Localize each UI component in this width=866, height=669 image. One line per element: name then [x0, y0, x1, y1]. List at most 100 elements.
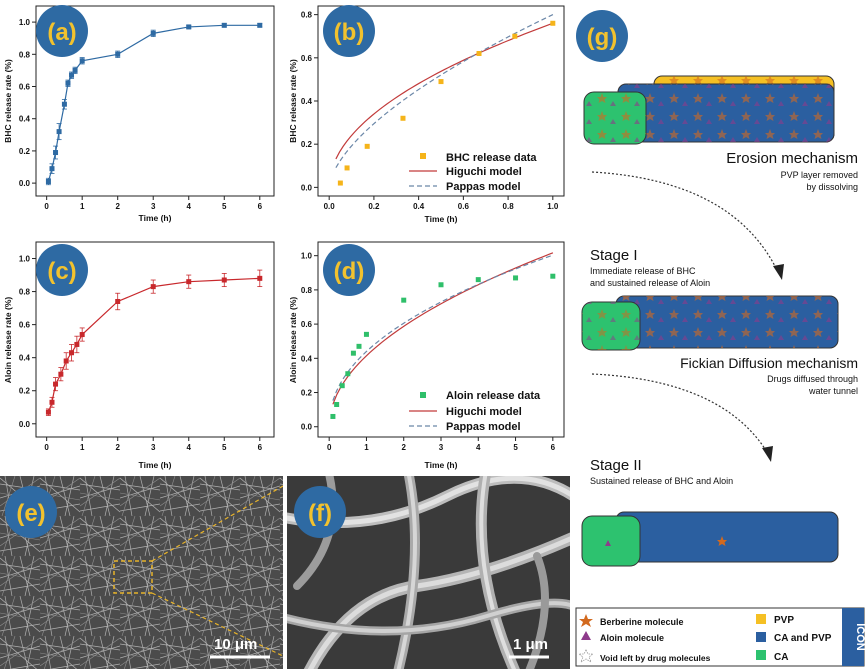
- marks-c: [45, 269, 263, 416]
- badge-a-label: (a): [47, 19, 76, 46]
- data-point-a: [61, 101, 67, 107]
- data-point-a: [72, 67, 78, 73]
- legend-berberine-label: Berberine molecule: [600, 617, 684, 627]
- y-axis-title-c: Aloin release rate (%): [3, 297, 13, 384]
- x-tick-label-d: 0: [327, 443, 332, 452]
- data-point-a: [56, 129, 62, 135]
- badge-a-circle: [36, 5, 88, 57]
- icon-tab: [842, 608, 864, 666]
- stage2-title: Stage II: [590, 457, 642, 474]
- badge-g-label: (g): [587, 24, 618, 51]
- x-tick-label-a: 5: [222, 202, 227, 211]
- legend-b: BHC release data Higuchi model Pappas mo…: [409, 152, 537, 193]
- data-point-d: [350, 350, 356, 356]
- data-point-b: [550, 20, 556, 26]
- fiber-stage-1: [581, 295, 839, 351]
- arrow-1-head: [773, 264, 784, 280]
- aloin-icon: [581, 631, 591, 640]
- badge-f-circle: [294, 486, 346, 538]
- y-tick-label-b: 0.8: [301, 11, 313, 20]
- sem-f-fiber-strands: [287, 476, 570, 669]
- berberine-icon: [579, 614, 593, 627]
- void-icon: [577, 649, 595, 663]
- y-tick-label-a: 1.0: [19, 18, 31, 27]
- x-tick-label-a: 4: [187, 202, 192, 211]
- fickian-sub2: water tunnel: [808, 386, 858, 396]
- data-point-d: [363, 331, 369, 337]
- data-point-a: [69, 72, 75, 78]
- y-axis-title-a: BHC release rate (%): [3, 59, 13, 143]
- data-point-c: [69, 350, 75, 356]
- arrow-2-head: [762, 446, 773, 462]
- data-point-d: [438, 282, 444, 288]
- data-point-c: [58, 371, 64, 377]
- data-point-c: [49, 399, 55, 405]
- data-point-c: [45, 409, 51, 415]
- data-point-b: [438, 79, 444, 85]
- ca-pvp-swatch: [756, 632, 766, 642]
- marks-b: [335, 14, 556, 186]
- y-tick-label-a: 0.4: [19, 115, 31, 124]
- data-point-d: [330, 413, 336, 419]
- x-tick-label-c: 4: [187, 443, 192, 452]
- y-tick-label-b: 0.2: [301, 140, 313, 149]
- x-tick-label-a: 2: [115, 202, 120, 211]
- pvp-swatch: [756, 614, 766, 624]
- icon-tab-label: ICON: [854, 623, 866, 651]
- fiber2-ca-pvp-layer: [615, 511, 839, 563]
- y-tick-label-d: 0.8: [301, 286, 313, 295]
- y-tick-label-b: 0.6: [301, 54, 313, 63]
- x-tick-label-a: 0: [44, 202, 49, 211]
- fiber-stage-2: [581, 511, 839, 567]
- badge-d-label: (d): [334, 258, 365, 285]
- y-tick-label-a: 0.8: [19, 50, 31, 59]
- ca-swatch: [756, 650, 766, 660]
- stage1-title: Stage I: [590, 247, 638, 264]
- legend-void-label: Void left by drug molecules: [600, 653, 711, 663]
- x-tick-label-c: 5: [222, 443, 227, 452]
- data-point-d: [339, 383, 345, 389]
- data-point-d: [401, 297, 407, 303]
- y-tick-label-b: 0.4: [301, 97, 313, 106]
- fickian-title: Fickian Diffusion mechanism: [680, 355, 858, 371]
- y-tick-label-d: 0.0: [301, 423, 313, 432]
- y-axis-title-d: Aloin release rate (%): [288, 297, 298, 384]
- data-point-a: [65, 80, 71, 86]
- fiber-stage-0: [583, 75, 835, 145]
- data-point-c: [221, 277, 227, 283]
- badge-b-label: (b): [334, 19, 365, 46]
- x-tick-label-a: 3: [151, 202, 156, 211]
- data-point-c: [63, 358, 69, 364]
- x-axis-title-b: Time (h): [425, 214, 458, 224]
- y-tick-label-a: 0.2: [19, 147, 31, 156]
- legend-ca-pvp-label: CA and PVP: [774, 633, 832, 644]
- data-point-d: [475, 277, 481, 283]
- y-tick-label-b: 0.0: [301, 183, 313, 192]
- y-tick-label-c: 0.8: [19, 288, 31, 297]
- legend-pvp-label: PVP: [774, 615, 794, 626]
- stage1-sub2: and sustained release of Aloin: [590, 278, 710, 288]
- x-tick-label-a: 6: [258, 202, 263, 211]
- data-point-b: [512, 33, 518, 39]
- data-point-c: [79, 332, 85, 338]
- data-point-c: [74, 341, 80, 347]
- x-tick-label-c: 1: [80, 443, 85, 452]
- y-tick-label-c: 0.6: [19, 321, 31, 330]
- legend-b-data-marker: [420, 153, 426, 159]
- data-point-c: [257, 275, 263, 281]
- x-tick-label-d: 2: [402, 443, 407, 452]
- data-point-a: [186, 24, 192, 30]
- x-tick-label-c: 0: [44, 443, 49, 452]
- data-point-a: [150, 30, 156, 36]
- x-axis-title-c: Time (h): [139, 460, 172, 470]
- data-point-d: [513, 275, 519, 281]
- badge-f-label: (f): [308, 500, 332, 527]
- legend-d-data-marker: [420, 392, 426, 398]
- data-point-b: [400, 115, 406, 121]
- diagram-legend-frame: [575, 607, 865, 667]
- y-tick-label-a: 0.0: [19, 179, 31, 188]
- x-tick-label-b: 0.8: [503, 202, 515, 211]
